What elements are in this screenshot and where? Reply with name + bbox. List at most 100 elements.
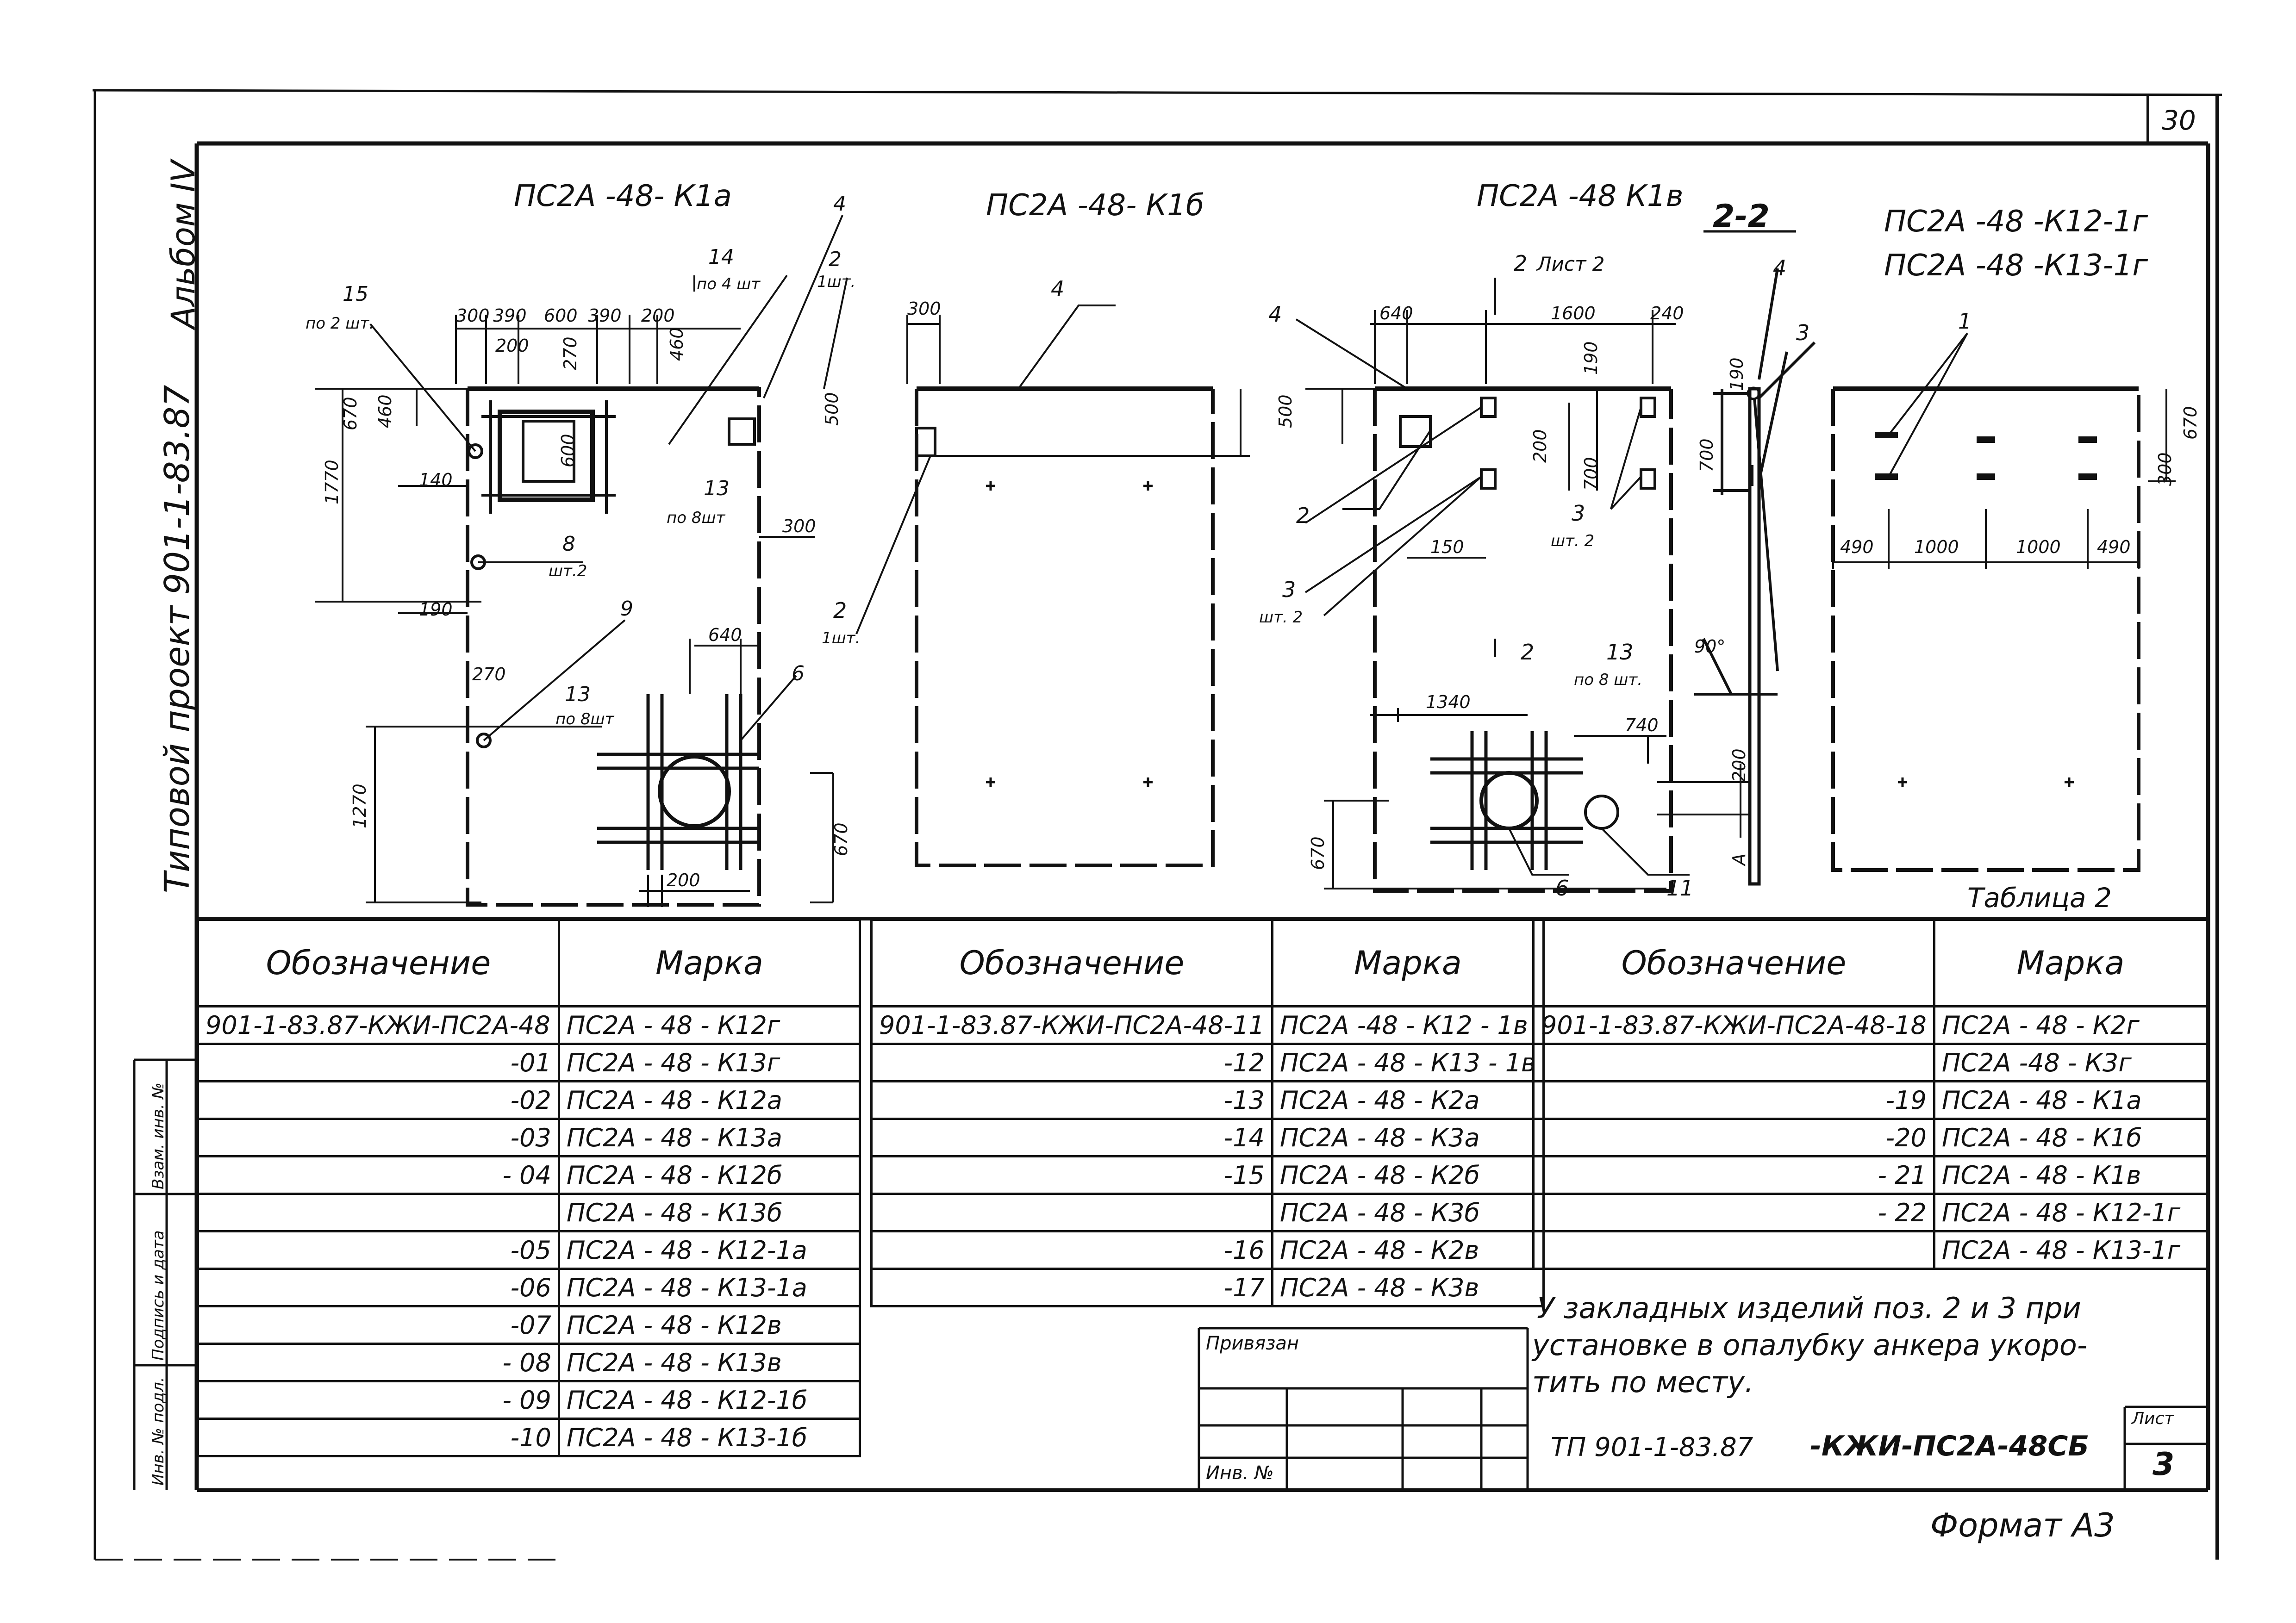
svg-text:140: 140 (419, 470, 453, 490)
side-field-signature: Подпись и дата (149, 1230, 168, 1361)
table-caption: Таблица 2 (1967, 882, 2112, 914)
designation-cell: -06 (197, 1268, 560, 1307)
svg-text:по 8шт: по 8шт (667, 509, 726, 527)
svg-text:390: 390 (493, 305, 527, 326)
svg-text:670: 670 (831, 822, 851, 856)
designation-cell: -01 (197, 1043, 560, 1082)
k1a-callouts: 15 по 2 шт. 14 по 4 шт 4 2 1шт. 13 по 8ш… (306, 192, 855, 728)
note-line-1: У закладных изделий поз. 2 и 3 при (1537, 1291, 2081, 1325)
table-row: ПС2А -48 - К3г (1532, 1043, 2209, 1082)
table-row: ПС2А - 48 - К13б (197, 1193, 861, 1232)
mark-cell: ПС2А - 48 - К13а (557, 1118, 861, 1157)
k1b-dim-labels: 300 500 4 2 1шт. (822, 276, 1064, 647)
mark-cell: ПС2А - 48 - К13 - 1в (1271, 1043, 1545, 1082)
designation-cell: 901-1-83.87-КЖИ-ПС2А-48-11 (870, 1005, 1273, 1045)
svg-text:300: 300 (2155, 452, 2175, 486)
table-2-header-designation: Обозначение (870, 919, 1273, 1007)
table-2-header-mark: Марка (1271, 919, 1545, 1007)
designation-cell (1532, 1043, 1935, 1082)
designation-cell: - 08 (197, 1343, 560, 1382)
title-block-lines (1198, 1327, 2208, 1490)
spec-table-1: Обозначение Марка 901-1-83.87-КЖИ-ПС2А-4… (197, 919, 861, 1457)
title-k1v: ПС2А -48 К1в (1477, 179, 1683, 213)
mark-cell: ПС2А - 48 - К1б (1933, 1118, 2209, 1157)
side-field-inventory: Инв. № подл. (149, 1377, 168, 1486)
note-line-3: тить по месту. (1532, 1365, 1754, 1399)
mark-cell: ПС2А - 48 - К13-1г (1933, 1230, 2209, 1270)
svg-text:240: 240 (1650, 303, 1684, 323)
mark-cell: ПС2А - 48 - К12-1б (557, 1380, 861, 1420)
mark-cell: ПС2А - 48 - К2в (1271, 1230, 1545, 1270)
svg-text:600: 600 (558, 434, 578, 467)
svg-text:6: 6 (1555, 876, 1569, 901)
svg-text:670: 670 (1308, 836, 1328, 870)
designation-cell: -03 (197, 1118, 560, 1157)
format-label: Формат А3 (1930, 1506, 2115, 1544)
mark-cell: ПС2А - 48 - К13б (557, 1193, 861, 1232)
svg-text:по 4 шт: по 4 шт (697, 275, 761, 293)
svg-text:4: 4 (1051, 276, 1064, 301)
designation-cell (870, 1193, 1273, 1232)
svg-text:14: 14 (708, 245, 734, 269)
designation-cell: -13 (870, 1080, 1273, 1120)
svg-text:200: 200 (667, 870, 700, 890)
svg-text:460: 460 (667, 327, 687, 361)
mark-cell: ПС2А - 48 - К12-1а (557, 1230, 861, 1270)
svg-text:шт. 2: шт. 2 (1259, 608, 1303, 627)
designation-cell: - 21 (1532, 1155, 1935, 1195)
table-3-header-designation: Обозначение (1532, 919, 1935, 1007)
designation-cell: -02 (197, 1080, 560, 1120)
svg-text:500: 500 (1275, 394, 1296, 428)
svg-text:700: 700 (1581, 457, 1601, 491)
svg-text:1770: 1770 (322, 460, 342, 504)
mark-cell: ПС2А - 48 - К3а (1271, 1118, 1545, 1157)
designation-cell: 901-1-83.87-КЖИ-ПС2А-48-18 (1532, 1005, 1935, 1045)
mark-cell: ПС2А - 48 - К2г (1933, 1005, 2209, 1045)
spec-table-3: Обозначение Марка 901-1-83.87-КЖИ-ПС2А-4… (1532, 919, 2209, 1270)
svg-text:Лист 2: Лист 2 (1536, 253, 1605, 275)
designation-cell: -10 (197, 1418, 560, 1457)
svg-text:200: 200 (1530, 429, 1550, 463)
svg-text:1340: 1340 (1426, 692, 1471, 712)
stamp-privyazan: Привязан (1206, 1333, 1299, 1354)
designation-cell: -20 (1532, 1118, 1935, 1157)
svg-text:13: 13 (1606, 640, 1634, 665)
stamp-sheet-number: 3 (2152, 1446, 2175, 1483)
mark-cell: ПС2А - 48 - К13-1б (557, 1418, 861, 1457)
svg-text:3: 3 (1572, 501, 1585, 526)
designation-cell (1532, 1230, 1935, 1270)
view-k1b-dims (855, 305, 1250, 634)
designation-cell: -17 (870, 1268, 1273, 1307)
svg-text:А: А (1729, 853, 1749, 867)
k12-labels: 1 490 1000 1000 490 670 300 (1840, 309, 2201, 557)
svg-text:2: 2 (1296, 503, 1310, 528)
page-number: 30 (2162, 105, 2196, 136)
svg-text:1600: 1600 (1551, 303, 1596, 323)
svg-text:2: 2 (833, 598, 847, 623)
svg-text:670: 670 (2180, 406, 2201, 440)
svg-text:6: 6 (792, 662, 805, 685)
note-line-2: установке в опалубку анкера укоро- (1532, 1328, 2088, 1362)
stamp-doc-code: ТП 901-1-83.87 (1551, 1432, 1753, 1462)
mark-cell: ПС2А -48 - К3г (1933, 1043, 2209, 1082)
svg-text:9: 9 (620, 597, 633, 621)
svg-text:1шт.: 1шт. (817, 273, 855, 291)
stamp-doc-suffix: -КЖИ-ПС2А-48СБ (1810, 1430, 2090, 1462)
svg-text:8: 8 (562, 532, 575, 556)
mark-cell: ПС2А -48 - К12 - 1в (1271, 1005, 1545, 1045)
k1v-callouts: 4 2 3 шт. 2 3 шт. 2 13 по 8 шт. 6 11 (1259, 302, 1694, 901)
project-side-label: Типовой проект 901-1-83.87 (157, 385, 197, 893)
svg-text:1шт.: 1шт. (822, 629, 860, 647)
